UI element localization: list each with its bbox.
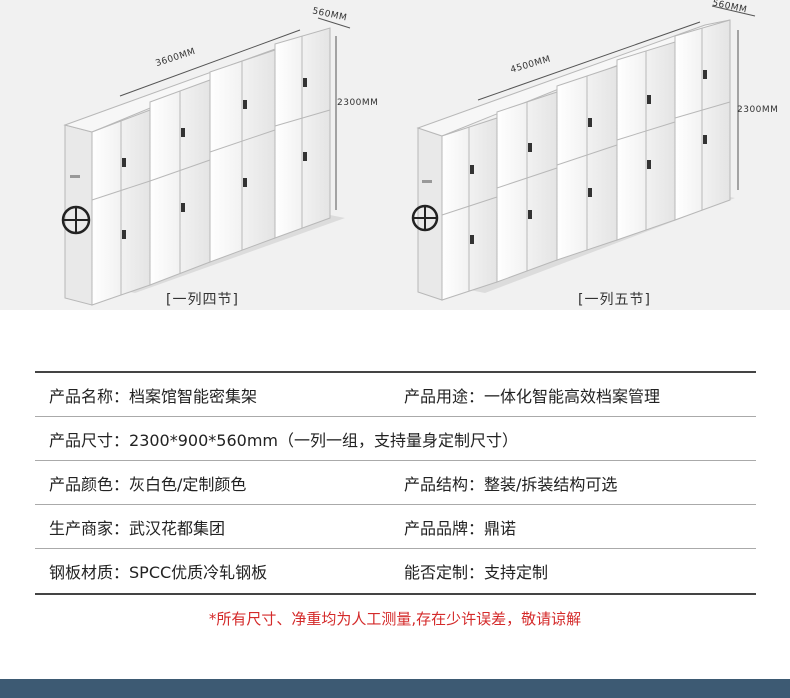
spec-value: 灰白色/定制颜色: [129, 474, 247, 494]
cabinet-four-section: [61, 17, 351, 306]
spec-row-color-structure: 产品颜色： 灰白色/定制颜色 产品结构： 整装/拆装结构可选: [35, 461, 756, 505]
spec-value: 武汉花都集团: [129, 518, 226, 538]
spec-row-size: 产品尺寸： 2300*900*560mm（一列一组，支持量身定制尺寸）: [35, 417, 756, 461]
caption-five-section: [一列五节]: [578, 292, 651, 308]
cabinet-five-section: [411, 5, 756, 301]
caption-four-section: [一列四节]: [166, 292, 239, 308]
spec-row-maker-brand: 生产商家： 武汉花都集团 产品品牌： 鼎诺: [35, 505, 756, 549]
spec-value: 一体化智能高效档案管理: [484, 386, 661, 406]
footer-bar: [0, 679, 790, 698]
spec-label: 生产商家：: [49, 518, 130, 538]
spec-value: 2300*900*560mm（一列一组，支持量身定制尺寸）: [129, 430, 518, 450]
spec-value: SPCC优质冷轧钢板: [129, 563, 268, 582]
cabinet-drawings: [61, 5, 756, 306]
spec-table: 产品名称： 档案馆智能密集架 产品用途： 一体化智能高效档案管理 产品尺寸： 2…: [35, 371, 756, 595]
height-dimension-right: 2300MM: [737, 105, 779, 115]
spec-value: 档案馆智能密集架: [129, 386, 258, 406]
spec-label: 能否定制：: [404, 563, 485, 582]
spec-value: 支持定制: [484, 563, 549, 582]
spec-label: 产品名称：: [49, 386, 130, 406]
spec-label: 产品品牌：: [404, 518, 485, 538]
spec-row-material-custom: 钢板材质： SPCC优质冷轧钢板 能否定制： 支持定制: [35, 549, 756, 593]
spec-label: 产品结构：: [404, 474, 485, 494]
measurement-disclaimer: *所有尺寸、净重均为人工测量,存在少许误差，敬请谅解: [208, 610, 582, 628]
spec-value: 整装/拆装结构可选: [484, 474, 618, 494]
spec-label: 产品用途：: [404, 386, 485, 406]
spec-label: 钢板材质：: [49, 563, 130, 582]
spec-row-name-usage: 产品名称： 档案馆智能密集架 产品用途： 一体化智能高效档案管理: [35, 373, 756, 417]
product-illustration: 3600MM 560MM 2300MM [一列四节] 4500MM 560MM …: [0, 0, 790, 310]
spec-value: 鼎诺: [484, 518, 517, 538]
height-dimension-left: 2300MM: [337, 98, 379, 108]
spec-label: 产品颜色：: [49, 474, 130, 494]
spec-label: 产品尺寸：: [49, 430, 130, 450]
